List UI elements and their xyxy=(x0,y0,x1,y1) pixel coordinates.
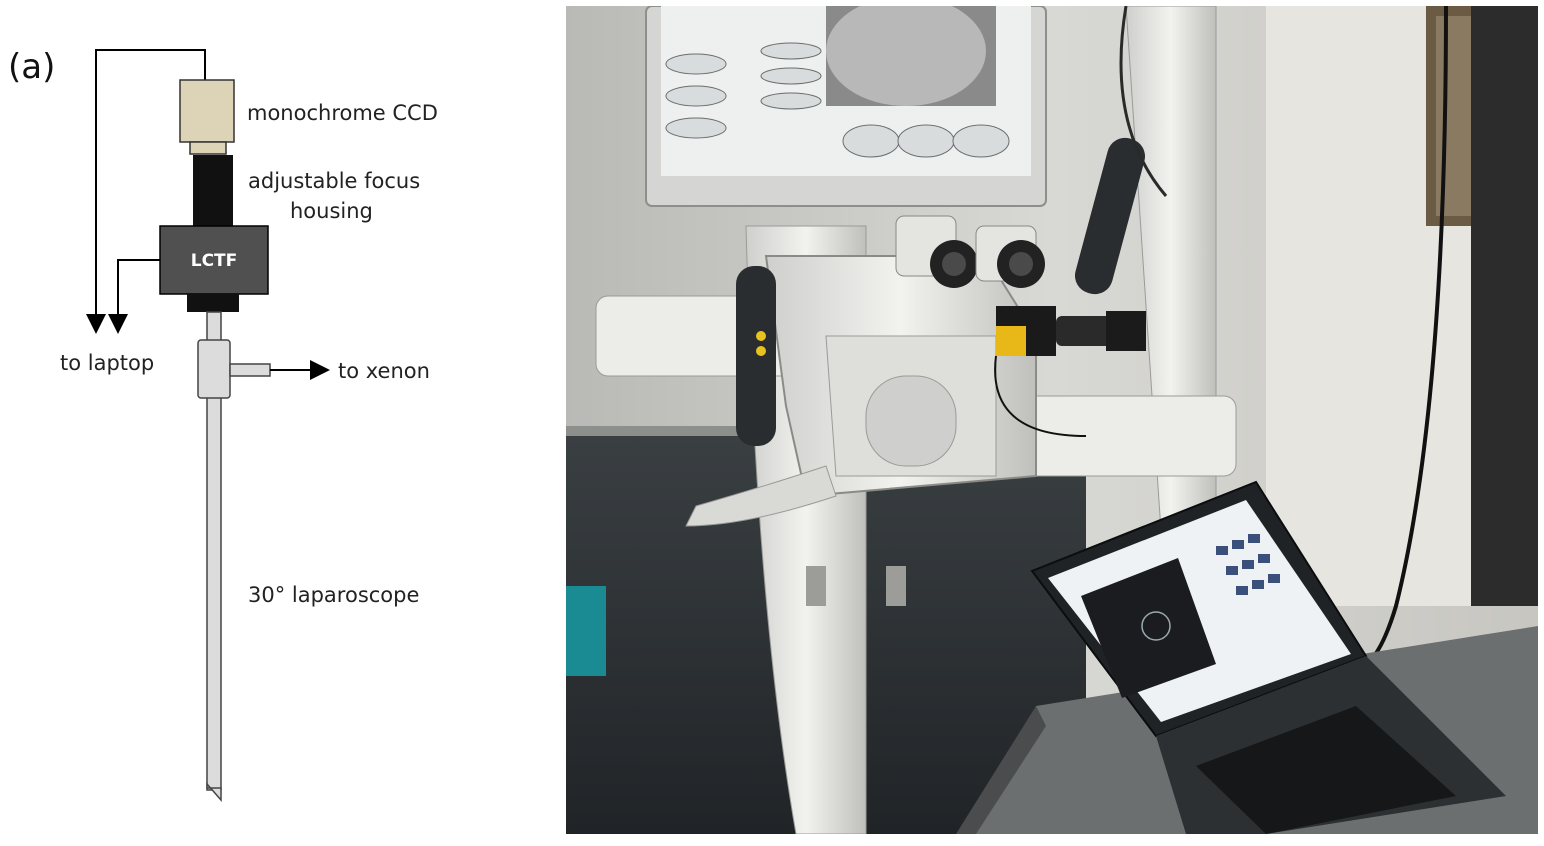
eyepieces xyxy=(895,215,1045,288)
label-focus-line1: adjustable focus xyxy=(248,169,420,193)
teal-cover xyxy=(566,586,606,676)
label-camera: monochrome CCD xyxy=(247,101,438,125)
cable xyxy=(1119,6,1168,197)
ccd-camera-base xyxy=(189,141,227,155)
camera-cable xyxy=(86,49,206,334)
lctf-cable xyxy=(108,259,160,334)
ccd-camera-photo xyxy=(996,306,1146,356)
light-port xyxy=(197,339,231,399)
focus-housing xyxy=(193,155,233,227)
handle-right xyxy=(1074,137,1146,295)
label-focus-line2: housing xyxy=(290,199,373,223)
laparoscope-tip xyxy=(206,782,222,802)
handle-left xyxy=(736,266,776,446)
light-port-connector xyxy=(229,363,271,377)
photo-illustration xyxy=(566,6,1538,834)
lctf-adapter xyxy=(187,294,239,312)
schematic-panel: (a) monochrome CCD adjustable focus hous… xyxy=(0,0,560,842)
ccd-camera xyxy=(179,79,235,143)
label-laptop: to laptop xyxy=(60,351,154,375)
panel-label: (a) xyxy=(8,47,55,87)
setup-photo xyxy=(566,6,1538,834)
label-scope: 30° laparoscope xyxy=(248,583,419,607)
microscope-arm-right xyxy=(1015,395,1237,477)
laptop-keyboard xyxy=(1196,706,1456,834)
label-lctf: LCTF xyxy=(191,251,238,271)
schematic-diagram: (a) monochrome CCD adjustable focus hous… xyxy=(8,47,438,802)
laptop xyxy=(1030,480,1506,834)
label-xenon: to xenon xyxy=(338,359,430,383)
